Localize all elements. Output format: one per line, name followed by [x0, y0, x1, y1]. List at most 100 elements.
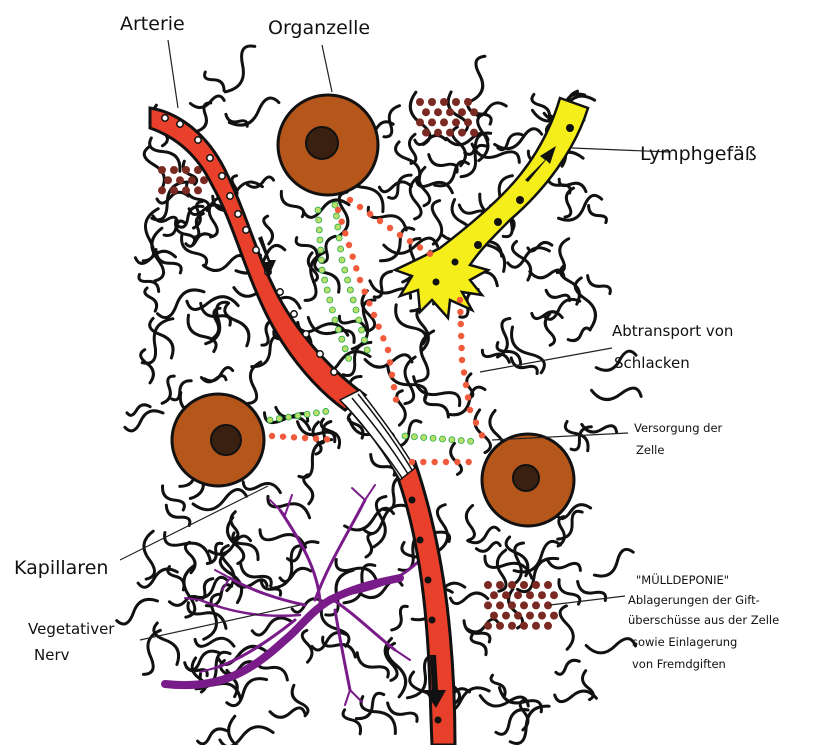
- deposit-dot: [176, 176, 184, 184]
- fiber: [432, 201, 442, 245]
- fiber: [154, 623, 179, 665]
- fiber: [225, 303, 249, 346]
- fiber: [199, 579, 213, 599]
- deposit-dot: [434, 129, 442, 137]
- nucleus: [306, 127, 338, 159]
- deposit-dot: [514, 612, 522, 620]
- deposit-dot: [428, 98, 436, 106]
- fiber: [281, 191, 303, 216]
- label-nerv: Nerv: [34, 646, 70, 664]
- fiber: [418, 331, 434, 381]
- blood-cell: [195, 137, 201, 143]
- deposit-dot: [188, 176, 196, 184]
- fiber: [145, 288, 157, 311]
- deposit-dot: [502, 591, 510, 599]
- deposit-dot: [422, 129, 430, 137]
- fiber: [299, 440, 332, 478]
- label-muelldeponie-2: überschüsse aus der Zelle: [628, 613, 779, 627]
- deposit-dot: [544, 581, 552, 589]
- deposit-dot: [416, 98, 424, 106]
- blood-cell: [235, 211, 241, 217]
- fiber: [139, 274, 159, 291]
- deposit-dot: [452, 118, 460, 126]
- fiber: [158, 290, 205, 318]
- deposit-dot: [452, 98, 460, 106]
- fiber: [366, 534, 373, 557]
- label-muelldeponie-3: sowie Einlagerung: [632, 635, 737, 649]
- blood-cell: [317, 351, 323, 357]
- deposit-dot: [458, 129, 466, 137]
- deposit-dot: [158, 166, 166, 174]
- fiber: [475, 410, 491, 453]
- fiber: [558, 517, 564, 546]
- deposit-dot: [170, 186, 178, 194]
- deposit-dot: [496, 622, 504, 630]
- deposit-dot: [526, 612, 534, 620]
- fiber: [141, 350, 154, 383]
- blood-cell: [331, 369, 337, 375]
- fiber: [188, 315, 216, 351]
- deposit-dot: [502, 612, 510, 620]
- deposit-dot: [484, 581, 492, 589]
- blood-cell: [243, 227, 249, 233]
- fiber: [392, 606, 408, 630]
- label-versorgung-1: Versorgung der: [634, 421, 723, 435]
- blood-cell: [207, 155, 213, 161]
- fiber: [495, 129, 542, 149]
- fiber: [397, 391, 406, 425]
- label-kapillaren: Kapillaren: [14, 557, 108, 579]
- deposit-dot: [532, 601, 540, 609]
- fiber: [343, 710, 361, 734]
- fiber: [195, 638, 234, 646]
- label-muelldeponie-1: Ablagerungen der Gift-: [628, 593, 760, 607]
- label-abtransport-2: Schlacken: [614, 354, 690, 372]
- waste-path-right: [409, 459, 472, 465]
- label-abtransport-1: Abtransport von: [612, 322, 733, 340]
- fiber: [578, 582, 606, 601]
- label-organzelle: Organzelle: [268, 17, 370, 39]
- label-muelldeponie-4: von Fremdgiften: [632, 657, 726, 671]
- fiber: [144, 531, 155, 579]
- blood-cell: [227, 193, 233, 199]
- waste-path-diagonal: [335, 207, 399, 403]
- deposit-dot: [490, 591, 498, 599]
- blood-cell: [162, 115, 168, 121]
- fiber: [594, 549, 633, 576]
- fiber: [471, 635, 486, 655]
- organ-cell-right: [482, 434, 574, 526]
- deposit-dot: [194, 186, 202, 194]
- label-versorgung-2: Zelle: [636, 443, 664, 457]
- deposit-dot: [458, 108, 466, 116]
- blood-cell: [409, 497, 416, 504]
- fiber: [166, 505, 190, 525]
- nucleus: [211, 425, 241, 455]
- deposit-dot: [440, 118, 448, 126]
- deposit-dot: [508, 622, 516, 630]
- fiber: [339, 192, 348, 236]
- fiber: [381, 228, 414, 261]
- fiber: [592, 388, 642, 399]
- blood-cell: [291, 311, 297, 317]
- blood-cell: [429, 617, 436, 624]
- fiber: [336, 559, 377, 583]
- label-lymphgefaess: Lymphgefäß: [640, 143, 757, 165]
- fiber: [225, 46, 255, 92]
- fiber: [568, 328, 590, 341]
- fiber: [187, 297, 238, 310]
- fiber: [165, 533, 211, 561]
- fiber: [437, 505, 447, 551]
- fiber: [530, 270, 564, 278]
- fiber: [357, 653, 388, 677]
- fiber: [586, 639, 635, 653]
- fiber: [556, 660, 579, 674]
- fiber: [547, 559, 580, 570]
- deposit-dot: [470, 129, 478, 137]
- deposit-dot: [158, 186, 166, 194]
- supply-path-right: [402, 433, 474, 444]
- fiber: [589, 206, 607, 223]
- deposit-dot: [416, 118, 424, 126]
- deposit-dot: [520, 622, 528, 630]
- blood-cell: [219, 173, 225, 179]
